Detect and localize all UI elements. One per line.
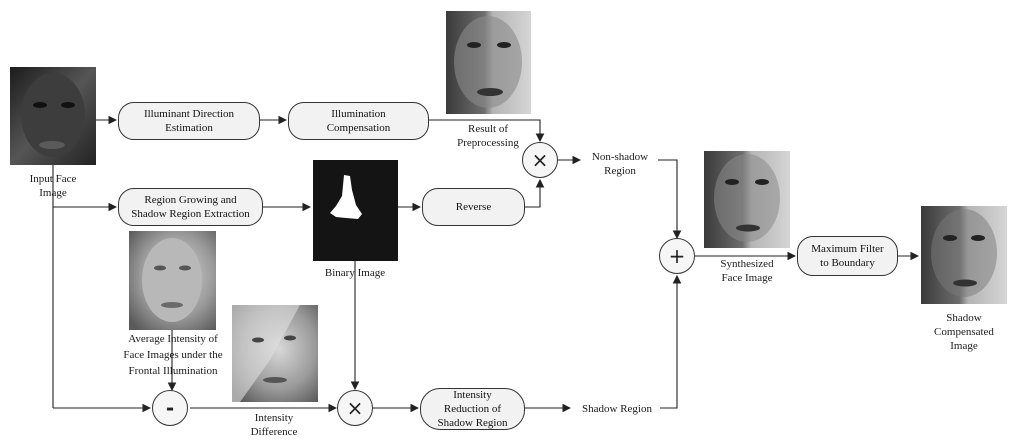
region-growing-label: Region Growing and Shadow Region Extract… xyxy=(131,194,250,220)
illumination-compensation-box: Illumination Compensation xyxy=(288,102,429,140)
multiply-symbol: × xyxy=(531,148,549,172)
region-growing-box: Region Growing and Shadow Region Extract… xyxy=(118,188,263,226)
intensity-difference-label: Intensity Difference xyxy=(250,412,298,438)
average-face-photo xyxy=(129,231,216,330)
multiply-symbol: × xyxy=(346,396,364,420)
intensity-reduction-label: Intensity Reduction of Shadow Region xyxy=(437,389,508,429)
maximum-filter-label: Maximum Filter to Boundary xyxy=(811,243,884,269)
synthesized-face-photo xyxy=(704,151,790,248)
multiply-top-operator: × xyxy=(522,142,558,178)
average-intensity-label: Average Intensity of Face Images under t… xyxy=(123,333,223,377)
binary-image-photo xyxy=(313,160,398,261)
connectors xyxy=(52,115,920,413)
plus-symbol: + xyxy=(668,244,686,268)
input-face-label: Input Face Image xyxy=(29,173,77,199)
illumination-compensation-label: Illumination Compensation xyxy=(326,108,391,134)
illuminant-direction-box: Illuminant Direction Estimation xyxy=(118,102,260,140)
shadow-compensated-label: Shadow Compensated Image xyxy=(934,312,994,352)
reverse-label: Reverse xyxy=(455,201,492,213)
intensity-reduction-box: Intensity Reduction of Shadow Region xyxy=(420,388,525,430)
preprocessing-result-photo xyxy=(446,11,531,114)
shadow-compensated-photo xyxy=(921,206,1007,304)
non-shadow-region-label: Non-shadow Region xyxy=(591,151,649,177)
synthesized-face-label: Synthesized Face Image xyxy=(720,258,774,284)
maximum-filter-box: Maximum Filter to Boundary xyxy=(797,236,898,276)
shadow-region-label: Shadow Region xyxy=(582,403,652,415)
reverse-box: Reverse xyxy=(422,188,525,226)
subtract-operator: - xyxy=(152,390,188,426)
add-operator: + xyxy=(659,238,695,274)
result-preprocessing-label: Result of Preprocessing xyxy=(457,123,519,149)
minus-symbol: - xyxy=(165,396,175,420)
input-face-photo xyxy=(10,67,96,165)
intensity-difference-photo xyxy=(232,305,318,402)
illuminant-direction-label: Illuminant Direction Estimation xyxy=(143,108,235,134)
multiply-bottom-operator: × xyxy=(337,390,373,426)
binary-image-label: Binary Image xyxy=(324,267,386,279)
